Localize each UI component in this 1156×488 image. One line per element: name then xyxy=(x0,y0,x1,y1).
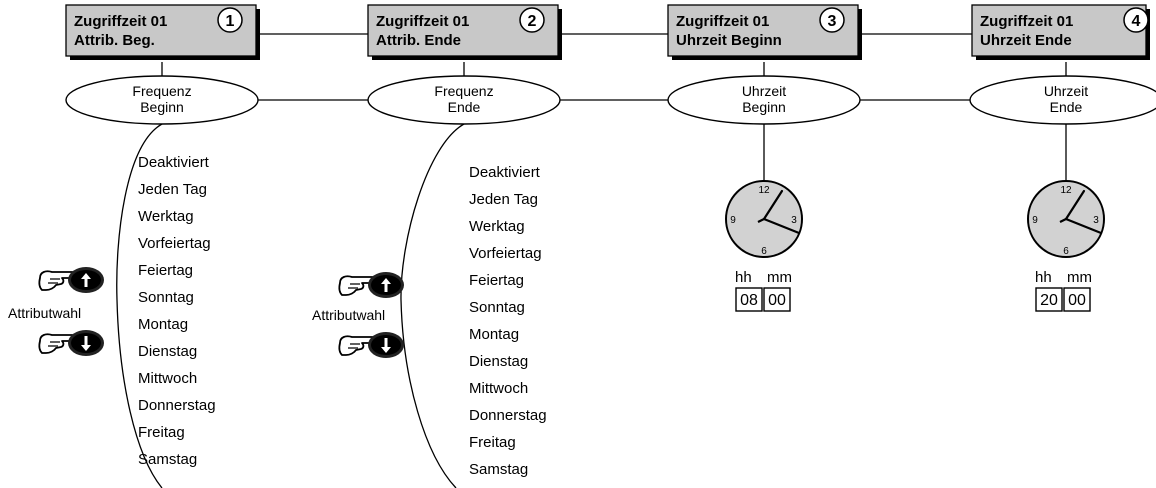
step-number-badge xyxy=(217,7,243,33)
hour-value-1: 08 xyxy=(740,292,758,309)
attribute-list-1: Deaktiviert Jeden Tag Werktag Vorfeierta… xyxy=(138,154,216,468)
hour-value-2: 20 xyxy=(1040,292,1058,309)
list-item[interactable]: Mittwoch xyxy=(469,380,528,397)
attribute-up-button-1[interactable] xyxy=(38,267,104,293)
minute-field-2[interactable] xyxy=(1063,287,1091,312)
list-item[interactable]: Vorfeiertag xyxy=(138,235,211,252)
attributwahl-label-1: Attributwahl xyxy=(8,305,81,321)
minute-value-2: 00 xyxy=(1068,292,1086,309)
step-number-badge xyxy=(819,7,845,33)
menu-box-2-line1: Zugriffzeit 01 xyxy=(376,13,469,30)
menu-box-3-line2: Uhrzeit Beginn xyxy=(676,32,782,49)
list-item[interactable]: Samstag xyxy=(138,451,197,468)
list-item[interactable]: Feiertag xyxy=(138,262,193,279)
oval-1-line1: Frequenz xyxy=(132,83,191,99)
selection-arc-1 xyxy=(116,123,163,488)
list-item[interactable]: Donnerstag xyxy=(138,397,216,414)
list-item[interactable]: Montag xyxy=(469,326,519,343)
clock-6: 6 xyxy=(1063,246,1069,257)
oval-frequenz-beginn: Frequenz Beginn xyxy=(65,75,259,125)
oval-4-line2: Ende xyxy=(1050,99,1083,115)
clock-9: 9 xyxy=(1032,215,1038,226)
step-number-badge xyxy=(519,7,545,33)
list-item[interactable]: Dienstag xyxy=(138,343,197,360)
menu-box-4-line1: Zugriffzeit 01 xyxy=(980,13,1073,30)
list-item[interactable]: Mittwoch xyxy=(138,370,197,387)
clock-3: 3 xyxy=(1093,215,1099,226)
minute-field-1[interactable] xyxy=(763,287,791,312)
attribute-down-button-2[interactable] xyxy=(338,332,404,358)
menu-box-3-line1: Zugriffzeit 01 xyxy=(676,13,769,30)
list-item[interactable]: Werktag xyxy=(469,218,525,235)
step-number-1: 1 xyxy=(226,13,235,30)
list-item[interactable]: Donnerstag xyxy=(469,407,547,424)
step-number-badge xyxy=(1123,7,1149,33)
oval-3-line1: Uhrzeit xyxy=(742,83,786,99)
menu-box-4-line2: Uhrzeit Ende xyxy=(980,32,1072,49)
list-item[interactable]: Werktag xyxy=(138,208,194,225)
menu-box-1-line1: Zugriffzeit 01 xyxy=(74,13,167,30)
list-item[interactable]: Sonntag xyxy=(138,289,194,306)
hh-label-1: hh xyxy=(735,269,752,286)
clock-12: 12 xyxy=(758,185,770,196)
list-item[interactable]: Sonntag xyxy=(469,299,525,316)
oval-uhrzeit-beginn: Uhrzeit Beginn xyxy=(667,75,861,125)
clock-icon: 12 3 6 9 xyxy=(725,180,803,258)
oval-1-line2: Beginn xyxy=(140,99,184,115)
clock-icon: 12 3 6 9 xyxy=(1027,180,1105,258)
list-item[interactable]: Jeden Tag xyxy=(469,191,538,208)
hour-field-1[interactable] xyxy=(735,287,763,312)
menu-box-3: Zugriffzeit 01 Uhrzeit Beginn 3 xyxy=(667,4,862,60)
menu-box-2-line2: Attrib. Ende xyxy=(376,32,461,49)
clock-3: 3 xyxy=(791,215,797,226)
list-item[interactable]: Freitag xyxy=(469,434,516,451)
menu-box-2: Zugriffzeit 01 Attrib. Ende 2 xyxy=(367,4,562,60)
attribute-down-button-1[interactable] xyxy=(38,330,104,356)
oval-uhrzeit-ende: Uhrzeit Ende xyxy=(969,75,1156,125)
attributwahl-label-2: Attributwahl xyxy=(312,307,385,323)
clock-9: 9 xyxy=(730,215,736,226)
attribute-list-2: Deaktiviert Jeden Tag Werktag Vorfeierta… xyxy=(469,164,547,478)
mm-label-2: mm xyxy=(1067,269,1092,286)
oval-frequenz-ende: Frequenz Ende xyxy=(367,75,561,125)
attribute-up-button-2[interactable] xyxy=(338,272,404,298)
list-item[interactable]: Freitag xyxy=(138,424,185,441)
list-item[interactable]: Montag xyxy=(138,316,188,333)
mm-label-1: mm xyxy=(767,269,792,286)
oval-2-line2: Ende xyxy=(448,99,481,115)
list-item[interactable]: Vorfeiertag xyxy=(469,245,542,262)
list-item[interactable]: Jeden Tag xyxy=(138,181,207,198)
oval-2-line1: Frequenz xyxy=(434,83,493,99)
hh-label-2: hh xyxy=(1035,269,1052,286)
menu-box-1: Zugriffzeit 01 Attrib. Beg. 1 xyxy=(65,4,260,60)
list-item[interactable]: Deaktiviert xyxy=(469,164,541,181)
menu-box-4: Zugriffzeit 01 Uhrzeit Ende 4 xyxy=(971,4,1150,60)
step-number-4: 4 xyxy=(1132,13,1141,30)
oval-4-line1: Uhrzeit xyxy=(1044,83,1088,99)
oval-3-line2: Beginn xyxy=(742,99,786,115)
list-item[interactable]: Deaktiviert xyxy=(138,154,210,171)
selection-arc-2 xyxy=(400,123,465,488)
hour-field-2[interactable] xyxy=(1035,287,1063,312)
step-number-2: 2 xyxy=(528,13,537,30)
list-item[interactable]: Dienstag xyxy=(469,353,528,370)
clock-6: 6 xyxy=(761,246,767,257)
clock-12: 12 xyxy=(1060,185,1072,196)
menu-box-1-line2: Attrib. Beg. xyxy=(74,32,155,49)
step-number-3: 3 xyxy=(828,13,837,30)
list-item[interactable]: Samstag xyxy=(469,461,528,478)
minute-value-1: 00 xyxy=(768,292,786,309)
list-item[interactable]: Feiertag xyxy=(469,272,524,289)
